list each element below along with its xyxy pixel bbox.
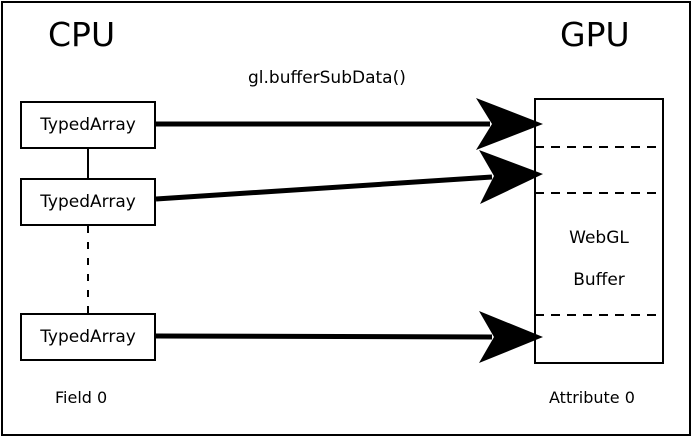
gpu-section-title: GPU [560, 15, 630, 54]
typed-array-label: TypedArray [40, 115, 136, 135]
transfer-arrow-0 [156, 98, 543, 150]
webgl-buffer-label-line-2: Buffer [573, 270, 625, 290]
cpu-section-title: CPU [48, 15, 116, 54]
webgl-buffer-label-line-1: WebGL [569, 228, 629, 248]
typed-array-label: TypedArray [40, 327, 136, 347]
webgl-buffer-rect [534, 98, 664, 364]
cpu-caption: Field 0 [55, 388, 108, 407]
typed-array-box: TypedArray [20, 313, 156, 361]
typed-array-label: TypedArray [40, 192, 136, 212]
transfer-arrow-1 [155, 150, 543, 204]
typed-array-box: TypedArray [20, 178, 156, 226]
typed-array-box: TypedArray [20, 101, 156, 149]
gpu-caption: Attribute 0 [549, 388, 635, 407]
transfer-arrow-2 [155, 311, 543, 363]
api-call-label: gl.bufferSubData() [248, 68, 406, 88]
